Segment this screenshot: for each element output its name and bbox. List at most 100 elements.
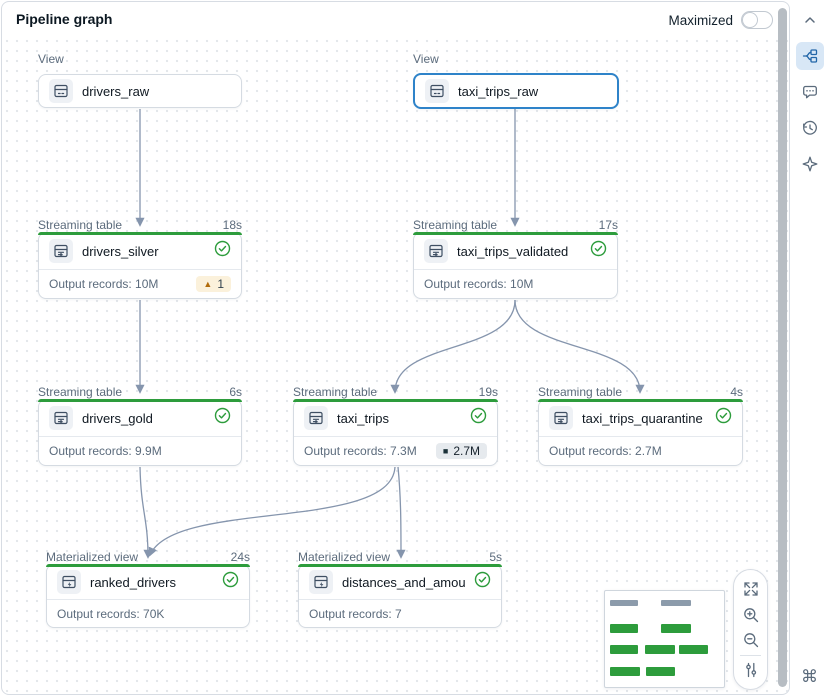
node-distances_and_amounts[interactable]: distances_and_amounts_b... Output record…: [298, 564, 502, 628]
right-sidebar: ⌘: [791, 0, 828, 696]
node-kind: Streaming table: [38, 218, 123, 232]
minimap-node: [646, 667, 675, 676]
node-meta-taxi_trips: Streaming table 19s: [293, 385, 498, 399]
zoom-out-button[interactable]: [740, 629, 762, 651]
node-duration: 19s: [478, 385, 498, 399]
success-check-icon: [590, 240, 607, 262]
chevron-up-icon: [804, 17, 815, 23]
node-kind: View: [413, 52, 439, 66]
zoom-controls: [733, 569, 768, 690]
node-kind: Streaming table: [38, 385, 123, 399]
output-records: Output records: 10M: [424, 276, 534, 291]
node-kind: Materialized view: [298, 550, 391, 564]
success-check-icon: [214, 240, 231, 262]
graph-minimap[interactable]: [604, 590, 725, 688]
metric-badge[interactable]: ■2.7M: [435, 442, 487, 459]
output-records: Output records: 9.9M: [49, 443, 162, 458]
minimap-node: [610, 624, 638, 633]
minimap-node: [679, 645, 708, 654]
node-kind: Streaming table: [413, 218, 498, 232]
sidebar-item-comments[interactable]: [796, 78, 824, 106]
toggle-knob: [742, 12, 758, 28]
panel-header: Pipeline graph Maximized: [2, 2, 789, 36]
output-records: Output records: 7.3M: [304, 443, 417, 458]
display-settings-button[interactable]: [740, 659, 762, 681]
node-drivers_raw[interactable]: drivers_raw: [38, 74, 242, 108]
node-duration: 6s: [229, 385, 242, 399]
fit-to-screen-button[interactable]: [740, 578, 762, 600]
minimap-node: [661, 624, 691, 633]
view-table-icon: [49, 79, 73, 103]
streaming-table-icon: [549, 406, 573, 430]
node-name: drivers_raw: [82, 83, 150, 99]
zoom-in-button[interactable]: [740, 604, 762, 626]
node-kind: Streaming table: [538, 385, 623, 399]
warning-icon: ▲: [203, 278, 213, 289]
node-name: taxi_trips_quarantine: [582, 410, 703, 426]
node-meta-distances_and_amounts: Materialized view 5s: [298, 550, 502, 564]
node-name: drivers_gold: [82, 410, 153, 426]
node-meta-ranked_drivers: Materialized view 24s: [46, 550, 250, 564]
node-name: taxi_trips_raw: [458, 83, 539, 99]
success-check-icon: [222, 571, 239, 593]
output-records: Output records: 10M: [49, 276, 159, 291]
node-drivers_gold[interactable]: drivers_gold Output records: 9.9M: [38, 399, 242, 466]
sidebar-item-pipeline-graph[interactable]: [795, 42, 824, 70]
materialized-view-icon: [309, 570, 333, 594]
node-name: ranked_drivers: [90, 574, 176, 590]
output-records: Output records: 2.7M: [549, 443, 662, 458]
node-duration: 17s: [598, 218, 618, 232]
node-drivers_silver[interactable]: drivers_silver Output records: 10M ▲1: [38, 232, 242, 299]
node-kind: Materialized view: [46, 550, 139, 564]
node-duration: 24s: [230, 550, 250, 564]
node-name: drivers_silver: [82, 243, 159, 259]
maximized-label: Maximized: [668, 12, 733, 28]
pipeline-graph-icon: [802, 49, 817, 63]
success-check-icon: [470, 407, 487, 429]
node-taxi_trips_validated[interactable]: taxi_trips_validated Output records: 10M: [413, 232, 618, 299]
sidebar-item-assistant[interactable]: [796, 150, 824, 178]
maximized-toggle[interactable]: [741, 11, 773, 29]
node-duration: 4s: [730, 385, 743, 399]
sparkle-icon: [802, 156, 817, 172]
minimap-node: [661, 600, 691, 606]
collapse-panel-button[interactable]: [796, 6, 824, 34]
streaming-table-icon: [304, 406, 328, 430]
streaming-table-icon: [424, 239, 448, 263]
materialized-view-icon: [57, 570, 81, 594]
node-meta-taxi_trips_validated: Streaming table 17s: [413, 218, 618, 232]
node-name: distances_and_amounts_b...: [342, 574, 465, 590]
node-duration: 5s: [489, 550, 502, 564]
node-meta-drivers_gold: Streaming table 6s: [38, 385, 242, 399]
sidebar-item-version-history[interactable]: [796, 114, 824, 142]
streaming-table-icon: [49, 239, 73, 263]
node-kind: View: [38, 52, 64, 66]
comments-icon: [802, 85, 817, 99]
node-name: taxi_trips_validated: [457, 243, 569, 259]
output-records: Output records: 7: [309, 606, 402, 621]
success-check-icon: [214, 407, 231, 429]
node-taxi_trips_raw[interactable]: taxi_trips_raw: [413, 73, 619, 109]
metric-square-icon: ■: [442, 445, 449, 456]
page-title: Pipeline graph: [16, 11, 113, 27]
keyboard-shortcuts-button[interactable]: ⌘: [796, 663, 824, 691]
node-taxi_trips[interactable]: taxi_trips Output records: 7.3M ■2.7M: [293, 399, 498, 466]
node-kind: Streaming table: [293, 385, 378, 399]
warning-badge[interactable]: ▲1: [196, 275, 231, 292]
command-icon: ⌘: [801, 667, 818, 686]
success-check-icon: [715, 407, 732, 429]
minimap-node: [645, 645, 675, 654]
pipeline-graph-panel: Pipeline graph Maximized View drivers_ra…: [1, 1, 790, 695]
node-taxi_trips_quarantine[interactable]: taxi_trips_quarantine Output records: 2.…: [538, 399, 743, 466]
vertical-scrollbar[interactable]: [778, 8, 787, 687]
node-name: taxi_trips: [337, 410, 390, 426]
minimap-node: [610, 667, 640, 676]
node-meta-drivers_silver: Streaming table 18s: [38, 218, 242, 232]
node-duration: 18s: [222, 218, 242, 232]
history-icon: [802, 120, 817, 135]
node-ranked_drivers[interactable]: ranked_drivers Output records: 70K: [46, 564, 250, 628]
node-meta-taxi_trips_raw: View: [413, 52, 618, 66]
node-meta-taxi_trips_quarantine: Streaming table 4s: [538, 385, 743, 399]
minimap-node: [610, 600, 638, 606]
